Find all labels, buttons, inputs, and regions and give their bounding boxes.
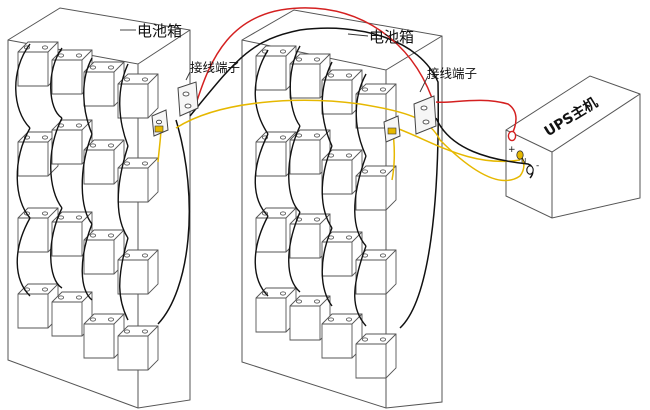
battery-box-left-label: 电池箱 (137, 22, 183, 40)
ups-terminal-positive-icon (507, 130, 517, 142)
battery-box-right-label: 电池箱 (369, 28, 415, 46)
battery-icon (117, 73, 159, 119)
ups-host-box (505, 75, 641, 219)
battery-icon (117, 325, 159, 371)
ups-terminal-neutral-label: N (521, 157, 526, 165)
terminal-block-left (151, 81, 199, 137)
ups-terminal-neutral-icon (516, 150, 524, 160)
ups-terminal-negative-label: - (536, 161, 539, 171)
ups-terminal-negative-icon (526, 165, 534, 175)
terminal-left-label: 接线端子 (190, 60, 241, 75)
red-wire (195, 7, 517, 135)
battery-icon (355, 333, 397, 379)
jumper-wires (15, 43, 367, 327)
ups-terminal-positive-label: + (508, 145, 516, 155)
label-leaders (120, 29, 429, 93)
terminal-block-right (383, 95, 437, 143)
battery-box-right (241, 9, 443, 409)
battery-icon (355, 165, 397, 211)
battery-box-left (7, 7, 191, 409)
battery-icon (117, 157, 159, 203)
terminal-right-label: 接线端子 (427, 66, 478, 81)
ups-terminals: + N - (507, 130, 539, 175)
black-return-wires (157, 27, 439, 329)
